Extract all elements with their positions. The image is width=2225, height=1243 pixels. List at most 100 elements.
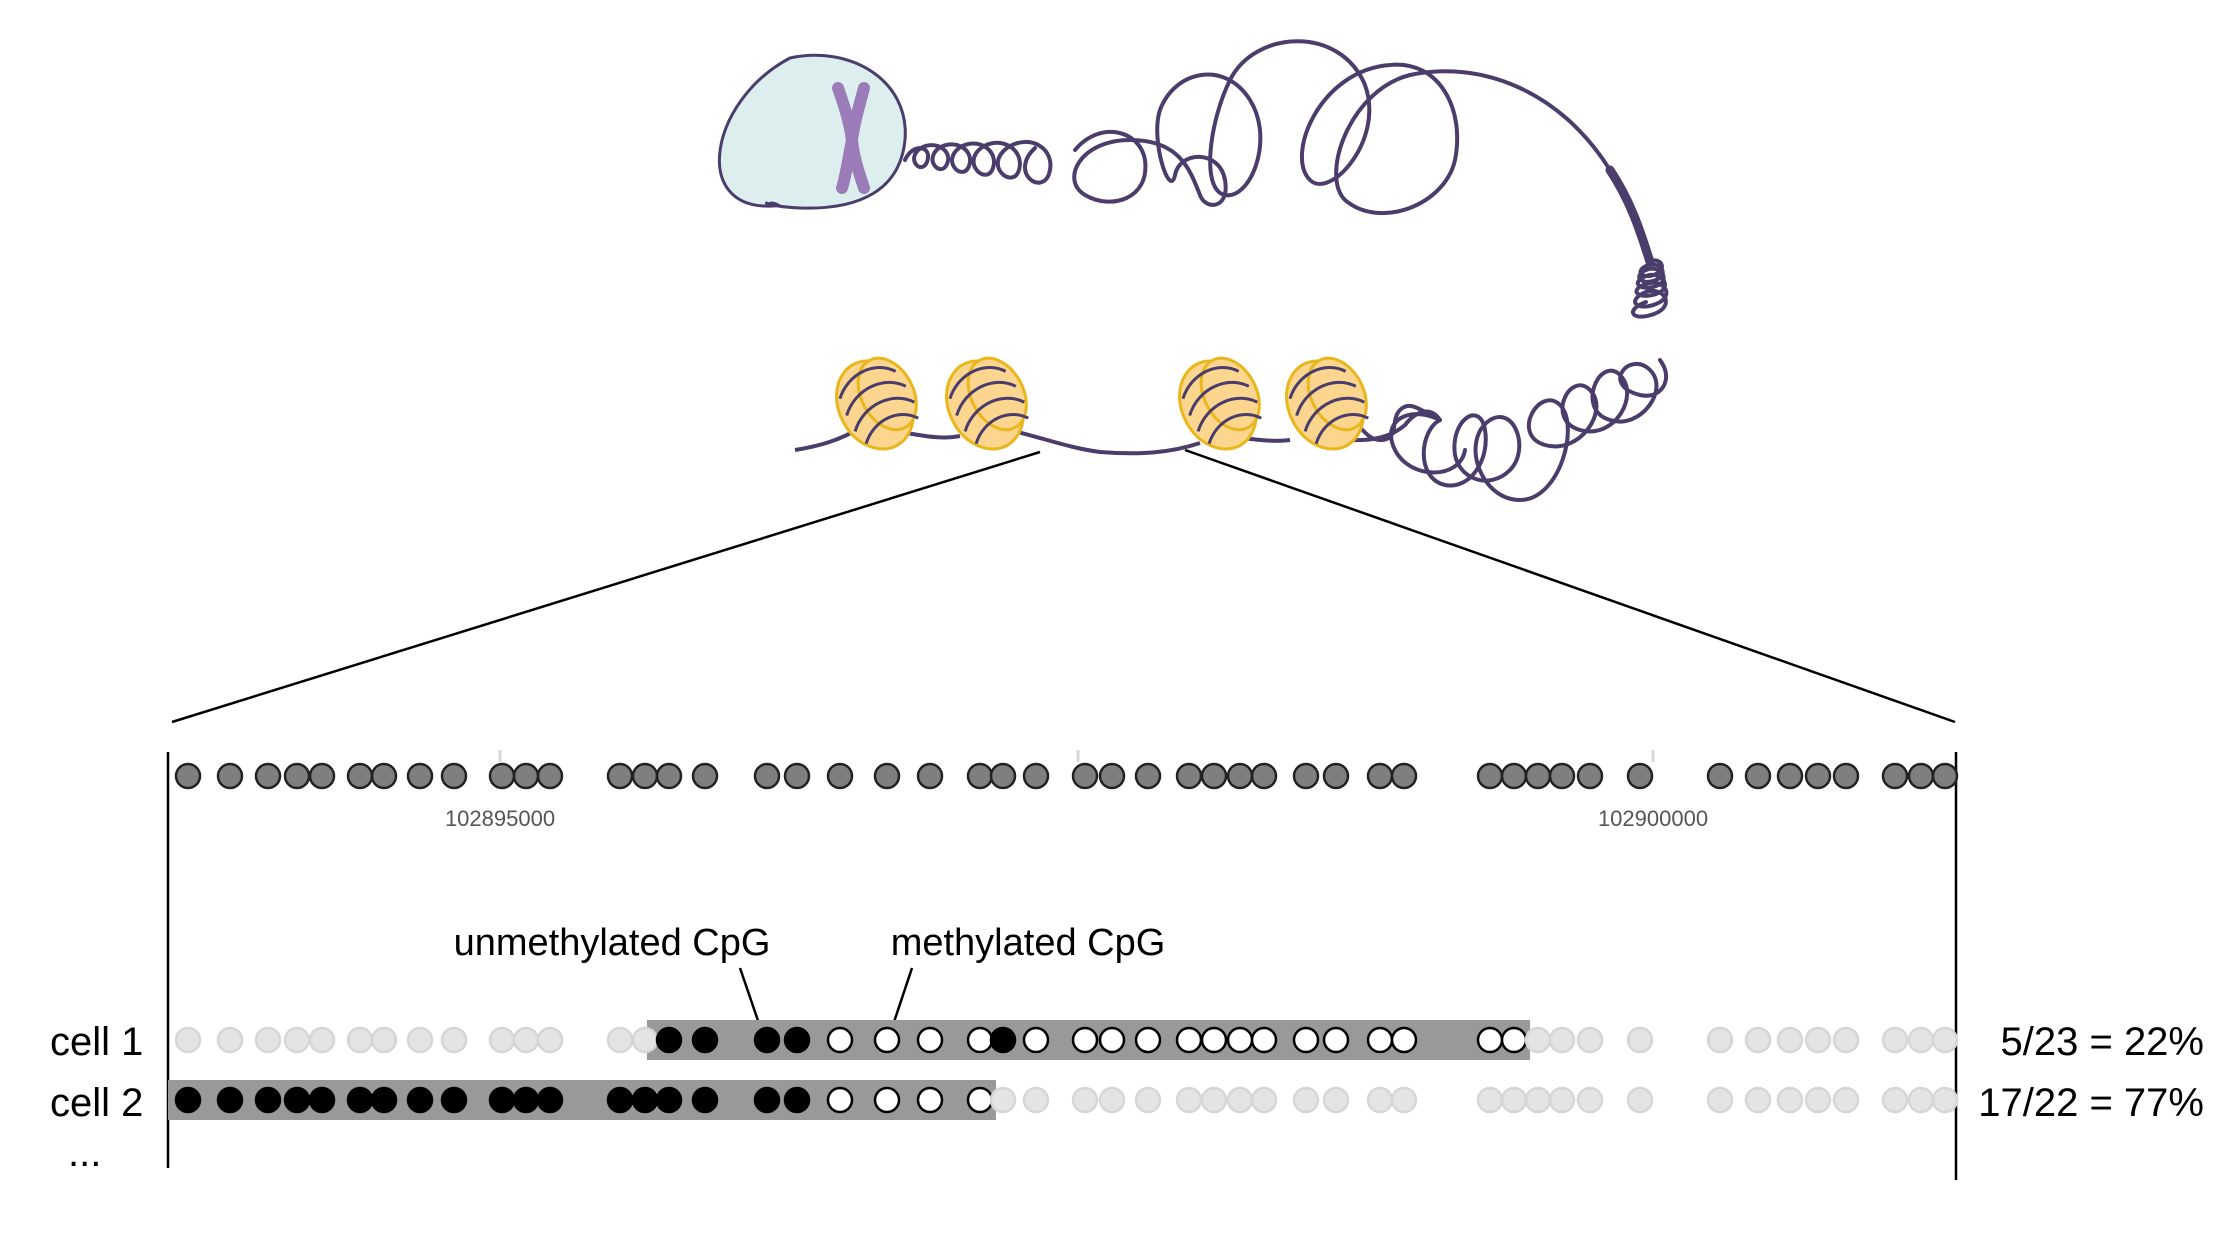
nucleosome-icon bbox=[1178, 356, 1262, 451]
unmethylated-cpg bbox=[1390, 1026, 1418, 1054]
nucleus-illustration bbox=[718, 53, 907, 210]
cpg-site bbox=[1626, 762, 1654, 790]
cpg-site bbox=[1250, 762, 1278, 790]
uncovered-cpg bbox=[1832, 1026, 1860, 1054]
unmethylated-cpg bbox=[1476, 1026, 1504, 1054]
cpg-site bbox=[536, 762, 564, 790]
nucleosome-icon bbox=[945, 356, 1029, 451]
cpg-site bbox=[1200, 762, 1228, 790]
cpg-site bbox=[1098, 762, 1126, 790]
uncovered-cpg bbox=[1804, 1086, 1832, 1114]
track-ticks bbox=[498, 750, 1655, 762]
uncovered-cpg bbox=[370, 1026, 398, 1054]
uncovered-cpg bbox=[631, 1026, 659, 1054]
uncovered-cpg bbox=[308, 1026, 336, 1054]
unmethylated-cpg bbox=[1175, 1026, 1203, 1054]
unmethylated-cpg bbox=[916, 1026, 944, 1054]
unmethylated-cpg bbox=[873, 1026, 901, 1054]
uncovered-cpg bbox=[1706, 1086, 1734, 1114]
chromosome-x-icon bbox=[832, 82, 870, 194]
unmethylated-cpg bbox=[1071, 1026, 1099, 1054]
uncovered-cpg bbox=[1200, 1086, 1228, 1114]
methylated-cpg bbox=[691, 1086, 719, 1114]
methylation-ratio: 17/22 = 77% bbox=[1978, 1081, 2204, 1125]
uncovered-cpg bbox=[1626, 1026, 1654, 1054]
unmethylated-cpg bbox=[1022, 1026, 1050, 1054]
cpg-site bbox=[1706, 762, 1734, 790]
uncovered-cpg bbox=[1500, 1086, 1528, 1114]
methylation-ratio: 5/23 = 22% bbox=[2001, 1020, 2205, 1064]
cpg-site bbox=[1390, 762, 1418, 790]
methylated-cpg bbox=[308, 1086, 336, 1114]
uncovered-cpg bbox=[1175, 1086, 1203, 1114]
methylated-cpg bbox=[488, 1086, 516, 1114]
cell-label: cell 2 bbox=[50, 1081, 143, 1125]
methylated-cpg bbox=[512, 1086, 540, 1114]
cpg-site bbox=[631, 762, 659, 790]
cpg-site bbox=[174, 762, 202, 790]
methylated-cpg bbox=[753, 1086, 781, 1114]
uncovered-cpg bbox=[1576, 1086, 1604, 1114]
uncovered-cpg bbox=[536, 1026, 564, 1054]
cpg-site bbox=[1832, 762, 1860, 790]
uncovered-cpg bbox=[1524, 1026, 1552, 1054]
cpg-site bbox=[216, 762, 244, 790]
chromatin-fiber bbox=[903, 39, 1669, 503]
methylated-cpg bbox=[406, 1086, 434, 1114]
unmethylated-cpg bbox=[916, 1086, 944, 1114]
uncovered-cpg bbox=[1626, 1086, 1654, 1114]
cpg-site bbox=[691, 762, 719, 790]
uncovered-cpg bbox=[488, 1026, 516, 1054]
methylated-cpg bbox=[783, 1026, 811, 1054]
uncovered-cpg bbox=[1226, 1086, 1254, 1114]
uncovered-cpg bbox=[1907, 1086, 1935, 1114]
cpg-site bbox=[440, 762, 468, 790]
cpg-site bbox=[1226, 762, 1254, 790]
cpg-site bbox=[370, 762, 398, 790]
uncovered-cpg bbox=[254, 1026, 282, 1054]
methylated-cpg bbox=[989, 1026, 1017, 1054]
cpg-site bbox=[1744, 762, 1772, 790]
cpg-site bbox=[1134, 762, 1162, 790]
cell-label: cell 1 bbox=[50, 1020, 143, 1064]
cpg-site bbox=[1366, 762, 1394, 790]
cpg-site bbox=[1500, 762, 1528, 790]
methylated-cpg bbox=[254, 1086, 282, 1114]
zoom-lines bbox=[171, 448, 1956, 724]
uncovered-cpg bbox=[1881, 1086, 1909, 1114]
unmethylated-cpg bbox=[826, 1086, 854, 1114]
uncovered-cpg bbox=[1881, 1026, 1909, 1054]
cpg-site bbox=[966, 762, 994, 790]
uncovered-cpg bbox=[1476, 1086, 1504, 1114]
cpg-site bbox=[1322, 762, 1350, 790]
uncovered-cpg bbox=[1832, 1086, 1860, 1114]
unmethylated-cpg bbox=[873, 1086, 901, 1114]
cpg-site bbox=[1881, 762, 1909, 790]
cpg-site bbox=[873, 762, 901, 790]
cpg-site bbox=[1548, 762, 1576, 790]
uncovered-cpg bbox=[1548, 1086, 1576, 1114]
unmethylated-cpg bbox=[966, 1086, 994, 1114]
cpg-site bbox=[1804, 762, 1832, 790]
cpg-site bbox=[826, 762, 854, 790]
uncovered-cpg bbox=[216, 1026, 244, 1054]
cpg-site bbox=[406, 762, 434, 790]
uncovered-cpg bbox=[606, 1026, 634, 1054]
cpg-site bbox=[1476, 762, 1504, 790]
cpg-site bbox=[1292, 762, 1320, 790]
methylated-cpg bbox=[216, 1086, 244, 1114]
uncovered-cpg bbox=[1366, 1086, 1394, 1114]
unmethylated-cpg bbox=[1226, 1026, 1254, 1054]
uncovered-cpg bbox=[1931, 1086, 1959, 1114]
cpg-site bbox=[1071, 762, 1099, 790]
cpg-site bbox=[254, 762, 282, 790]
uncovered-cpg bbox=[1250, 1086, 1278, 1114]
cell-rows bbox=[168, 1020, 1959, 1120]
cpg-site bbox=[1175, 762, 1203, 790]
methylated-cpg bbox=[440, 1086, 468, 1114]
cpg-site bbox=[1022, 762, 1050, 790]
uncovered-cpg bbox=[440, 1026, 468, 1054]
cpg-site bbox=[346, 762, 374, 790]
